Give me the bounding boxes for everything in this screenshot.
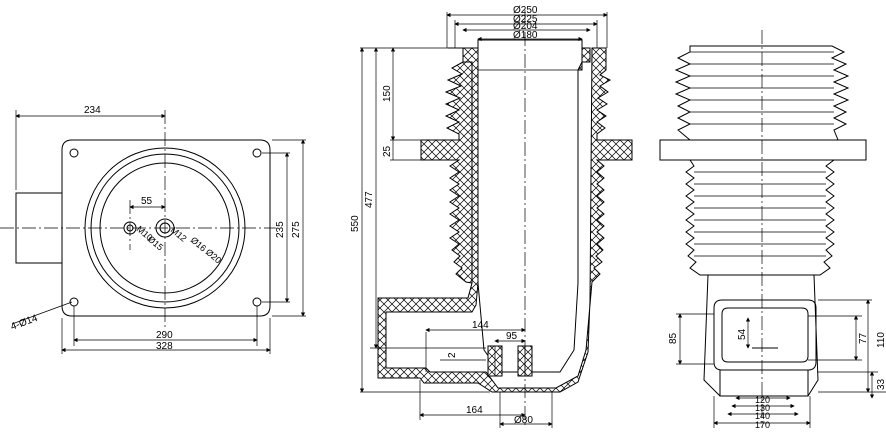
terminal-window-outer <box>713 299 817 371</box>
dim-150: 150 <box>382 85 393 102</box>
dim-550: 550 <box>350 215 361 232</box>
dim-85: 85 <box>668 332 679 344</box>
mounting-hole-top-left <box>69 148 79 158</box>
dim-d204: Ø204 <box>513 21 538 32</box>
terminal-window-inner <box>721 307 809 363</box>
dim-144: 144 <box>472 320 489 331</box>
section-view: Ø250 Ø225 Ø204 Ø180 150 25 477 550 144 9… <box>350 5 633 428</box>
label-d16: Ø16 <box>189 235 208 254</box>
lower-sheds <box>685 159 836 276</box>
dim-55: 55 <box>141 196 153 207</box>
front-view: 234 55 M10 Ø15 M12 Ø16 Ø20 235 275 4-Ø14… <box>0 105 306 354</box>
bore <box>477 39 583 373</box>
dim-140: 140 <box>755 411 770 421</box>
dim-164: 164 <box>466 405 483 416</box>
base-plate <box>61 139 271 317</box>
dim-170: 170 <box>755 420 770 430</box>
side-view: 110 77 33 85 54 120 130 140 170 <box>659 30 886 430</box>
dim-d225: Ø225 <box>513 14 538 25</box>
mounting-hole-bottom-right <box>252 297 262 307</box>
dim-33: 33 <box>876 378 886 390</box>
dim-25: 25 <box>382 145 393 157</box>
dim-290: 290 <box>156 330 173 341</box>
dim-d250: Ø250 <box>513 5 538 16</box>
dim-275: 275 <box>291 221 302 238</box>
lower-housing <box>703 274 819 397</box>
dim-d180: Ø180 <box>513 30 538 41</box>
dim-2: 2 <box>447 352 458 358</box>
dim-477: 477 <box>364 191 375 208</box>
dim-110: 110 <box>876 332 886 348</box>
dim-d80: Ø80 <box>514 415 533 426</box>
mounting-hole-top-right <box>252 148 262 158</box>
dim-130: 130 <box>755 403 770 413</box>
side-flange <box>659 139 867 161</box>
dim-234: 234 <box>84 105 101 116</box>
dim-77: 77 <box>858 332 869 344</box>
left-sheds <box>420 61 473 284</box>
dim-54: 54 <box>737 328 748 340</box>
dim-235: 235 <box>275 221 286 238</box>
label-4-d14: 4-Ø14 <box>9 313 39 333</box>
dim-95: 95 <box>506 331 518 342</box>
dim-120: 120 <box>755 395 770 405</box>
dim-328: 328 <box>156 341 173 352</box>
